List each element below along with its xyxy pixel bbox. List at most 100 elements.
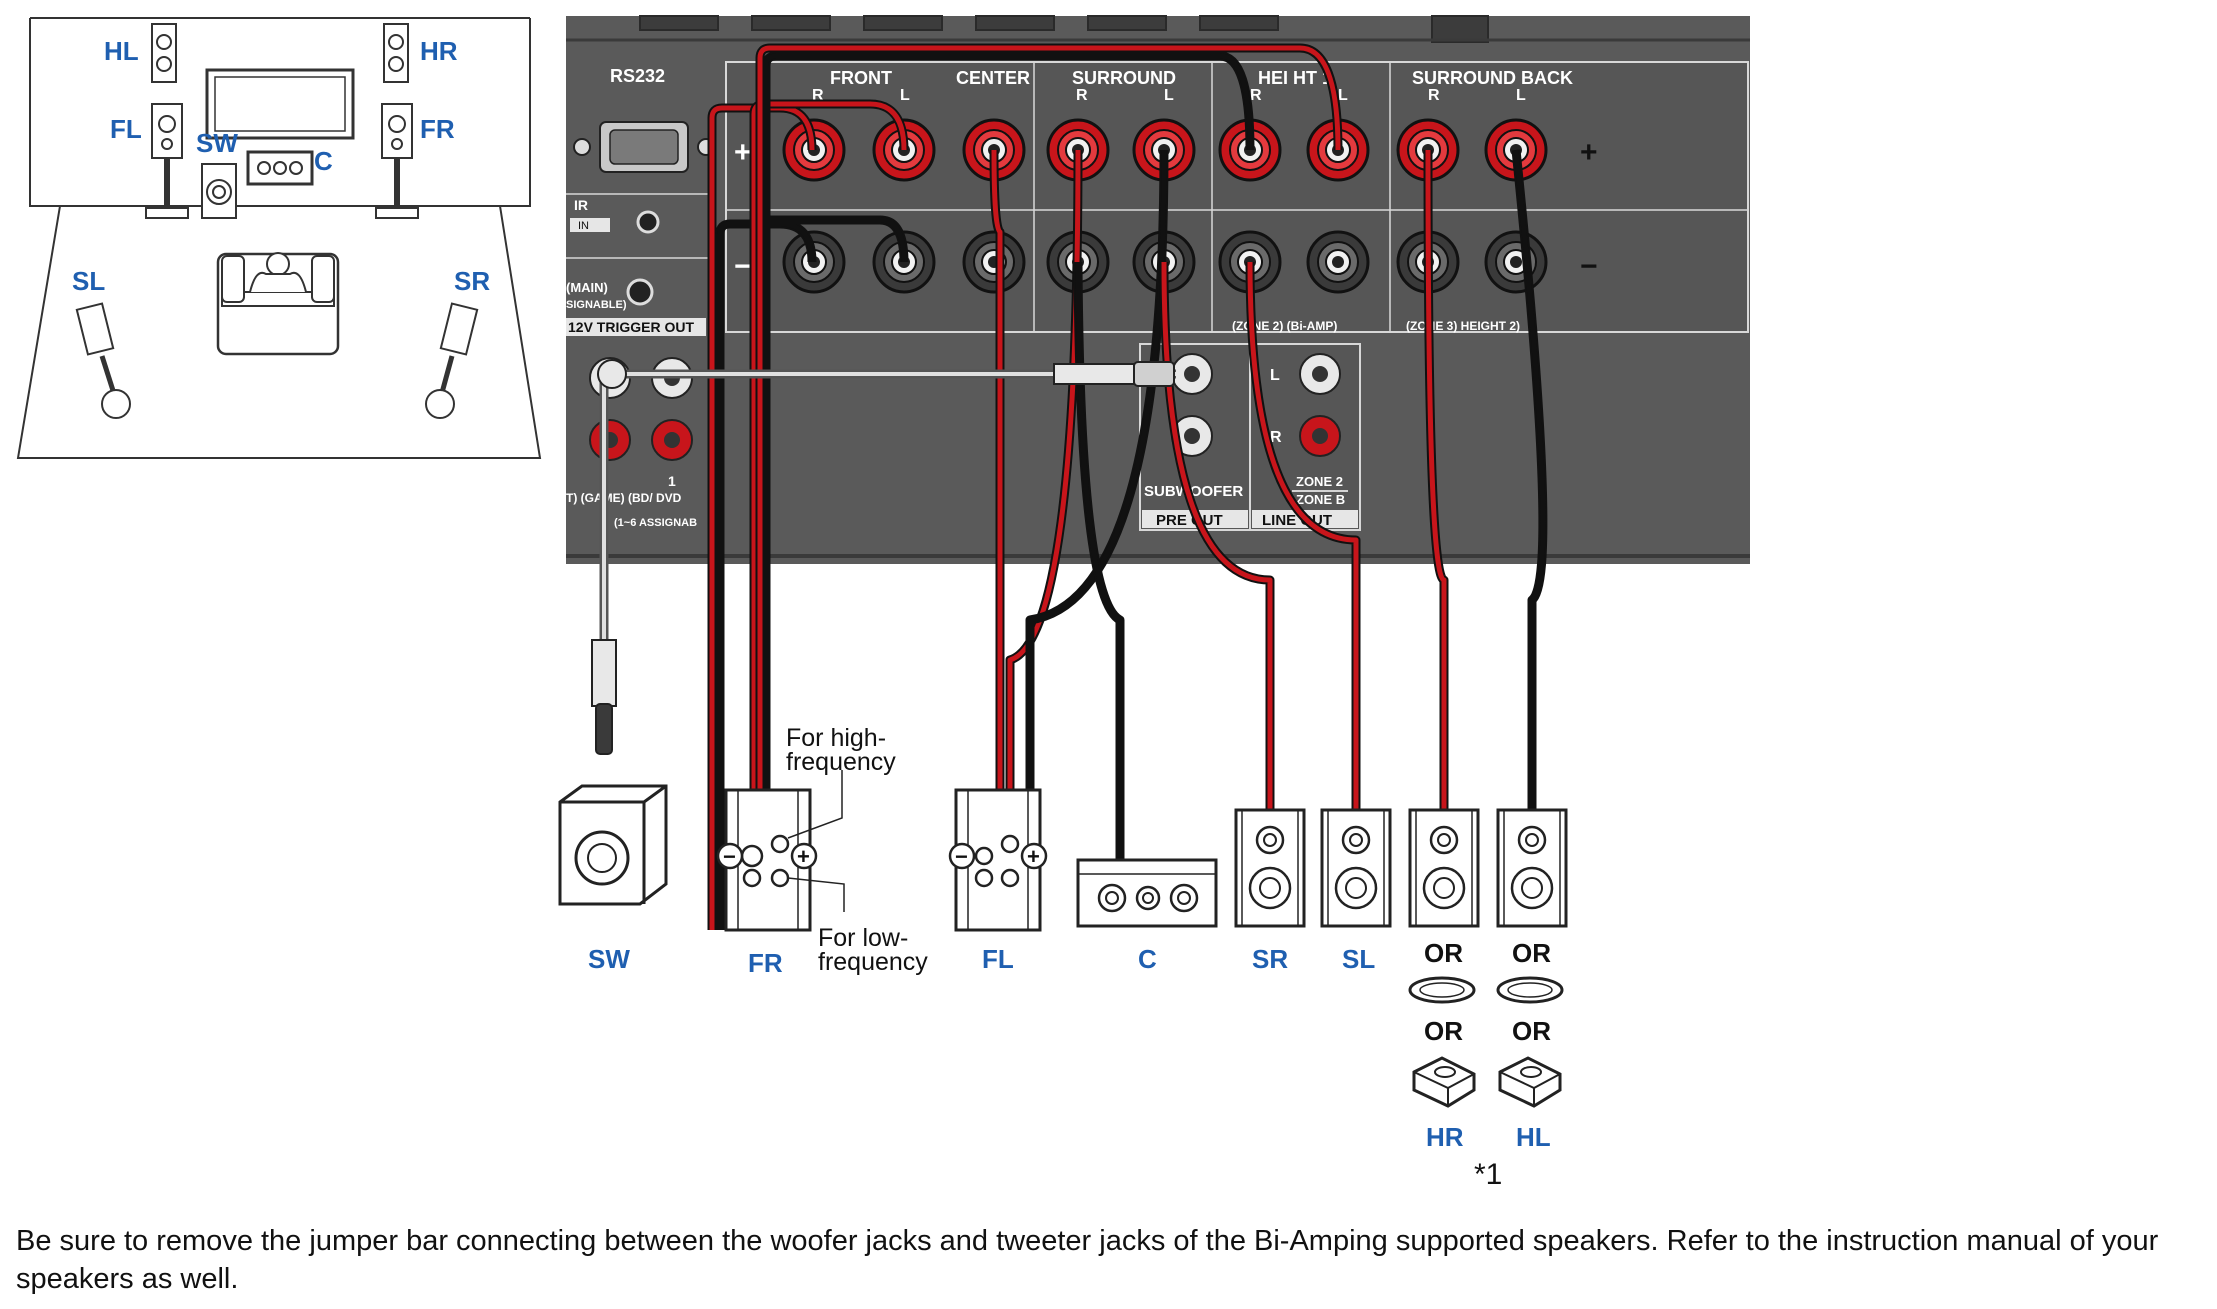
room-subwoofer-icon	[201, 163, 237, 219]
ceiling-speaker-hl-icon	[1496, 976, 1564, 1004]
panel-label-game-bd: T) (GAME) (BD/ DVD	[566, 491, 682, 505]
minus-terminal-9	[1484, 230, 1548, 294]
room-label-c: C	[314, 146, 333, 176]
trigger-jack-icon	[626, 278, 654, 306]
panel-label-in: IN	[578, 220, 589, 232]
bookshelf-speaker-hl-icon	[1496, 808, 1568, 928]
panel-label-sb-r: R	[1428, 87, 1440, 104]
panel-label-center: CENTER	[956, 68, 1030, 88]
panel-label-one: 1	[668, 473, 676, 489]
dolby-enabled-speaker-hl-icon	[1498, 1056, 1562, 1108]
minus-terminal-3	[962, 230, 1026, 294]
note-ref-1: *1	[1474, 1158, 1502, 1191]
cable-height-l-plus	[755, 43, 1343, 860]
panel-label-zone3-height2: (ZONE 3) HEIGHT 2)	[1406, 319, 1520, 333]
room-sofa-icon	[216, 252, 340, 356]
bookshelf-speaker-hr-icon	[1408, 808, 1480, 928]
svg-text:−: −	[723, 844, 736, 869]
svg-text:+: +	[1027, 844, 1040, 869]
panel-label-zone-r: R	[1270, 429, 1282, 446]
fr-bi-amp-speaker-icon: − +	[716, 788, 818, 932]
panel-label-front: FRONT	[830, 68, 892, 88]
label-fl: FL	[982, 944, 1014, 974]
panel-label-plus-right: +	[1580, 136, 1598, 169]
panel-label-front-l: L	[900, 87, 910, 104]
subwoofer-rca-cable	[591, 359, 1176, 755]
room-speaker-sl-icon	[75, 302, 131, 419]
high-frequency-label-2: frequency	[786, 748, 896, 776]
panel-label-plus-left: +	[734, 136, 752, 169]
room-label-sr: SR	[454, 266, 490, 296]
label-c: C	[1138, 944, 1157, 974]
room-speaker-sr-icon	[425, 302, 479, 419]
bookshelf-speaker-sr-icon	[1234, 808, 1306, 928]
rs232-port-icon	[573, 121, 715, 173]
panel-label-surround: SURROUND	[1072, 68, 1176, 88]
room-speaker-hr-icon	[383, 23, 409, 83]
room-label-sw: SW	[196, 128, 238, 158]
speaker-icons: − + − + For high- frequency For low- fre…	[558, 724, 1568, 1108]
panel-label-surround-l: L	[1164, 87, 1174, 104]
label-fr: FR	[748, 948, 783, 978]
label-sr: SR	[1252, 944, 1288, 974]
cable-hl	[1511, 149, 1548, 812]
label-or-hr-1: OR	[1424, 938, 1463, 968]
cable-center-minus	[1073, 261, 1125, 860]
cable-height-r-plus	[761, 51, 1255, 842]
cable-front-l-plus-hi	[749, 99, 909, 842]
panel-label-surround-back: SURROUND BACK	[1412, 68, 1573, 88]
label-sl: SL	[1342, 944, 1375, 974]
label-or-hl-1: OR	[1512, 938, 1551, 968]
room-label-fr: FR	[420, 114, 455, 144]
label-hr: HR	[1426, 1122, 1464, 1152]
room-speaker-hl-icon	[151, 23, 177, 83]
cable-center-plus	[989, 149, 1005, 930]
panel-label-zone2: ZONE 2	[1296, 474, 1343, 489]
panel-label-signable: SIGNABLE)	[566, 299, 627, 311]
room-speaker-fl-icon	[145, 103, 189, 219]
panel-label-assignable: (1~6 ASSIGNAB	[614, 517, 697, 529]
panel-label-ir: IR	[574, 197, 588, 213]
panel-label-main: (MAIN)	[566, 280, 608, 295]
speaker-cables	[707, 43, 1548, 930]
room-label-hl: HL	[104, 36, 139, 66]
bookshelf-speaker-sl-icon	[1320, 808, 1392, 928]
high-frequency-label-1: For high-	[786, 724, 886, 752]
panel-label-trigger: 12V TRIGGER OUT	[568, 319, 694, 335]
room-speaker-fr-icon	[375, 103, 419, 219]
label-or-hr-2: OR	[1424, 1016, 1463, 1046]
label-sw: SW	[588, 944, 630, 974]
label-hl: HL	[1516, 1122, 1551, 1152]
panel-label-height-l: L	[1338, 87, 1348, 104]
panel-label-surround-r: R	[1076, 87, 1088, 104]
room-center-speaker-icon	[246, 150, 314, 186]
footer-note: Be sure to remove the jumper bar connect…	[16, 1225, 2159, 1295]
room-label-fl: FL	[110, 114, 142, 144]
ceiling-speaker-hr-icon	[1408, 976, 1476, 1004]
panel-label-zone-l: L	[1270, 367, 1280, 384]
panel-label-zoneb: ZONE B	[1296, 492, 1345, 507]
cable-sr	[1159, 261, 1275, 812]
panel-label-subwoofer: SUBWOOFER	[1144, 483, 1243, 500]
svg-text:+: +	[797, 844, 810, 869]
panel-label-rs232: RS232	[610, 66, 665, 86]
panel-label-zone2-biamp: (ZONE 2) (Bi-AMP)	[1232, 319, 1337, 333]
low-frequency-label-1: For low-	[818, 924, 908, 952]
cable-front-r-minus	[715, 219, 817, 930]
center-speaker-icon	[1076, 858, 1218, 928]
fl-bi-amp-speaker-icon: − +	[948, 788, 1048, 932]
panel-label-sb-l: L	[1516, 87, 1526, 104]
panel-label-pre-out: PRE OUT	[1156, 512, 1223, 529]
panel-label-minus-right: −	[1580, 250, 1598, 283]
panel-label-height-r: R	[1250, 87, 1262, 104]
subwoofer-icon	[558, 784, 668, 906]
bookshelf-speakers	[1234, 808, 1568, 928]
label-or-hl-2: OR	[1512, 1016, 1551, 1046]
room-label-hr: HR	[420, 36, 458, 66]
room-layout: HL HR FL FR SW C SL SR	[16, 17, 542, 459]
cable-hr	[1423, 149, 1449, 812]
panel-label-height1: HEI HT 1	[1258, 68, 1332, 88]
cable-sl	[1245, 261, 1361, 812]
panel-label-minus-left: −	[734, 250, 752, 283]
